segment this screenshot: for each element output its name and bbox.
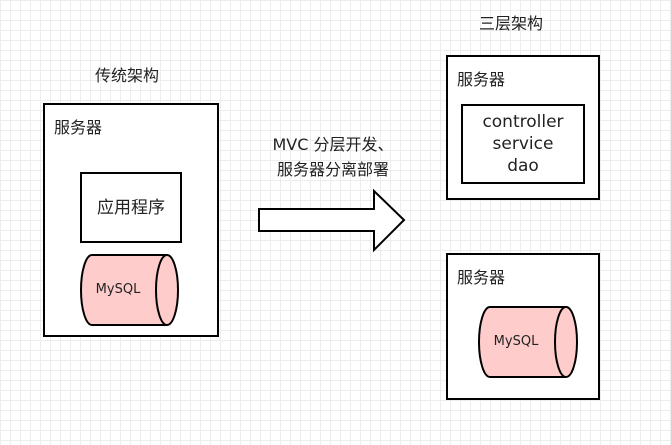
transition-caption-line2: 服务器分离部署 <box>276 160 389 179</box>
layer-dao: dao <box>507 156 539 176</box>
three-tier-heading: 三层架构 <box>479 14 544 33</box>
traditional-heading: 传统架构 <box>95 66 160 85</box>
layer-controller: controller <box>482 112 564 132</box>
traditional-mysql-label: MySQL <box>95 282 141 297</box>
transition-caption-line1: MVC 分层开发、 <box>272 135 394 154</box>
application-label: 应用程序 <box>97 197 165 218</box>
app-server-label: 服务器 <box>457 70 506 89</box>
layer-service: service <box>492 134 554 154</box>
application-box: 应用程序 <box>80 172 182 243</box>
mvc-layers-box: controller service dao <box>461 104 585 184</box>
three-tier-mysql-label: MySQL <box>493 334 539 349</box>
traditional-server-label: 服务器 <box>54 118 103 137</box>
db-server-label: 服务器 <box>457 268 506 287</box>
